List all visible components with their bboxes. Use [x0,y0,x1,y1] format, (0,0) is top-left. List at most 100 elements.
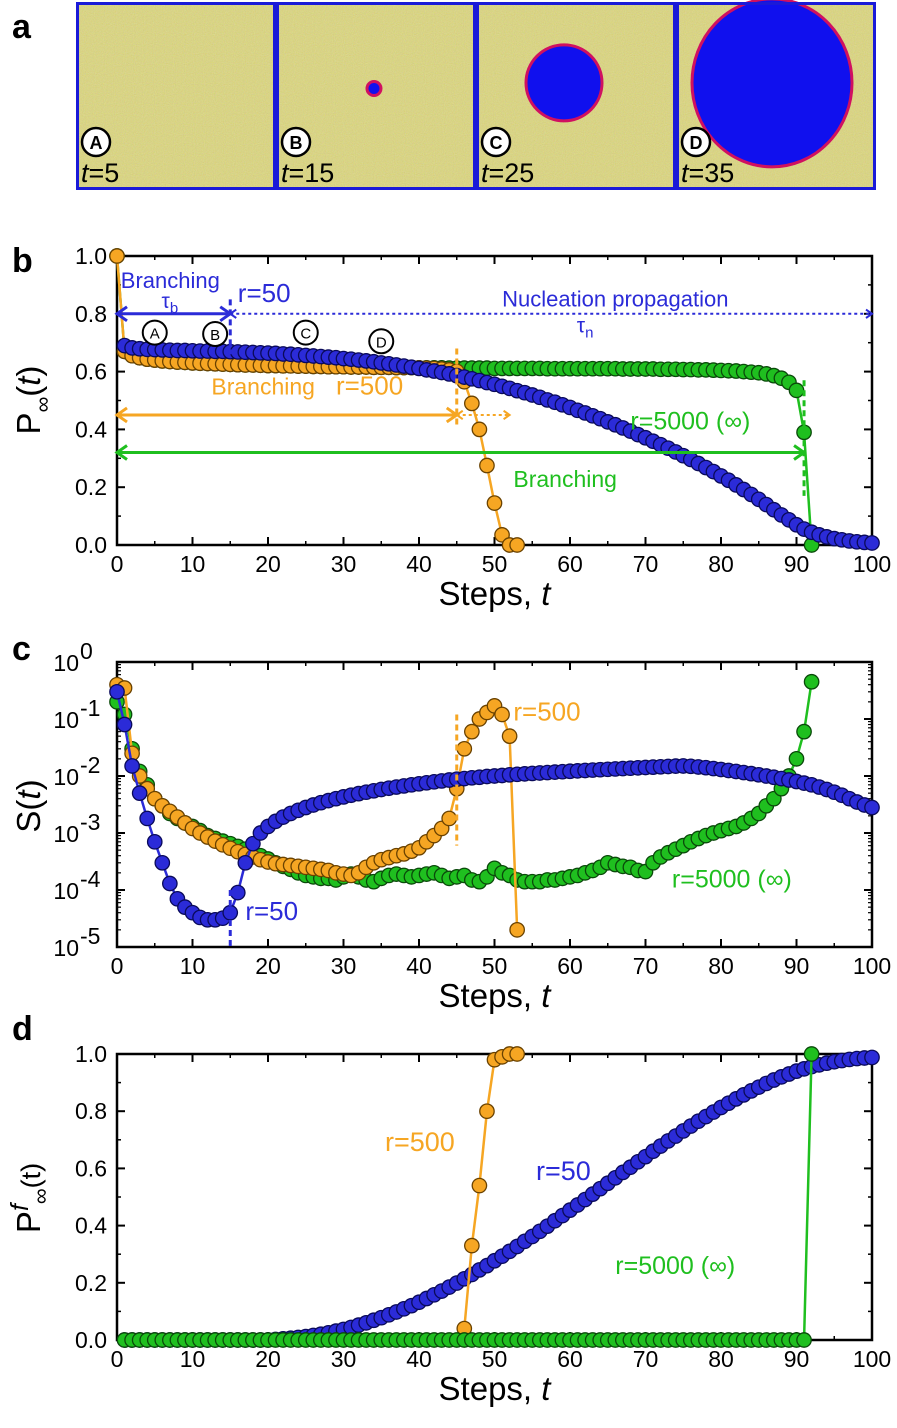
y-tick-label: 0.6 [75,1155,107,1181]
data-point [494,706,510,723]
x-tick-label: 40 [406,551,432,577]
r5000-label: r=5000 (∞) [630,407,750,435]
snapshot-marker-letter: D [690,133,703,153]
x-tick-label: 90 [784,551,810,577]
x-tick-label: 90 [784,953,810,979]
y-tick-label: 0.2 [75,1270,107,1296]
data-point [124,758,140,774]
x-tick-label: 10 [180,1346,206,1372]
x-tick-label: 20 [255,551,281,577]
series-blue [109,683,880,928]
x-tick-label: 80 [708,551,734,577]
data-point [237,854,254,871]
x-tick-label: 20 [255,953,281,979]
snapshot-marker-circle [280,126,312,158]
y-tick-label: 0.0 [75,532,107,558]
data-point [479,1103,495,1120]
r50-label: r=50 [245,896,298,926]
x-tick-label: 10 [180,551,206,577]
x-tick-label: 30 [331,1346,357,1372]
tau-n-label: τn [577,315,594,342]
branching-arrow-green-head-left [114,444,128,461]
branching-label-blue: Branching [121,268,220,293]
data-point [116,716,133,733]
x-tick-label: 0 [111,953,124,979]
snapshot-marker-circle [80,126,112,158]
y-tick-label: 0.8 [75,1098,107,1124]
nucleation-arrow-blue-head-left [228,308,237,319]
snapshot-time-label: t=5 [81,158,119,188]
x-axis-label: Steps, t [439,977,553,1014]
x-tick-label: 60 [557,1346,583,1372]
data-point [864,1049,880,1066]
branching-label-green: Branching [513,466,617,492]
snapshot-time-label: t=35 [681,158,734,188]
data-point [441,810,458,827]
x-axis-label: Steps, t [439,575,553,612]
r5000-label: r=5000 (∞) [672,866,792,894]
data-point [456,740,473,757]
snapshot-frame [276,2,476,190]
x-tick-label: 100 [853,953,891,979]
nucleus-blob [365,79,383,97]
stage-marker-letter: B [210,327,220,344]
data-point [463,723,480,740]
data-point [245,835,261,852]
data-point [463,1237,480,1254]
stage-marker-circle [368,328,395,355]
x-tick-label: 30 [331,551,357,577]
snapshot-d: Dt=35 [676,0,876,190]
x-tick-label: 60 [557,551,583,577]
panel-label-a: a [12,8,32,46]
r50-label: r=50 [536,1156,591,1186]
x-tick-label: 40 [406,1346,432,1372]
snapshot-frame [476,2,676,190]
data-point [788,382,805,399]
y-tick-label: 10 [53,821,79,847]
y-tick-label: 1.0 [75,243,107,269]
x-tick-label: 10 [180,953,206,979]
nucleation-arrow-orange-head-right [503,409,512,420]
y-tick-label: 0.8 [75,301,107,327]
panel-label-b: b [12,242,33,280]
x-tick-label: 50 [482,1346,508,1372]
y-tick-exponent: -5 [80,923,100,949]
data-point [864,535,880,551]
snapshot-frame [76,2,276,190]
data-point [463,395,480,412]
snapshot-marker-circle [480,126,512,158]
nucleation-arrow-blue-head-right [865,308,874,319]
branching-arrow-orange-head-left [114,406,128,424]
x-tick-label: 0 [111,1346,124,1372]
snapshot-marker-letter: B [290,133,303,153]
nucleation-label: Nucleation propagation [502,287,728,312]
r50-label: r=50 [238,278,291,308]
y-tick-label: 10 [53,935,79,961]
data-point [154,854,171,871]
x-tick-label: 50 [482,551,508,577]
branching-arrow-green-head-right [793,444,807,461]
stage-marker-circle [292,319,319,346]
data-point [162,875,178,892]
x-tick-label: 60 [557,953,583,979]
x-tick-label: 40 [406,953,432,979]
data-point [509,1046,526,1062]
snapshot-marker-circle [680,126,712,158]
y-tick-label: 0.2 [75,474,107,500]
y-tick-label: 0.0 [75,1327,107,1353]
snapshot-marker-letter: A [90,133,103,153]
data-point [229,884,246,901]
r500-label: r=500 [513,696,580,726]
y-tick-label: 10 [53,650,79,676]
snapshot-marker-letter: C [490,133,503,153]
y-tick-label: 10 [53,707,79,733]
snapshot-frame [676,2,876,190]
series-orange [109,248,526,553]
stage-marker-letter: A [150,326,160,343]
y-axis-label: S(t) [10,779,47,832]
panel-label-c: c [12,630,31,668]
data-point [864,799,880,816]
